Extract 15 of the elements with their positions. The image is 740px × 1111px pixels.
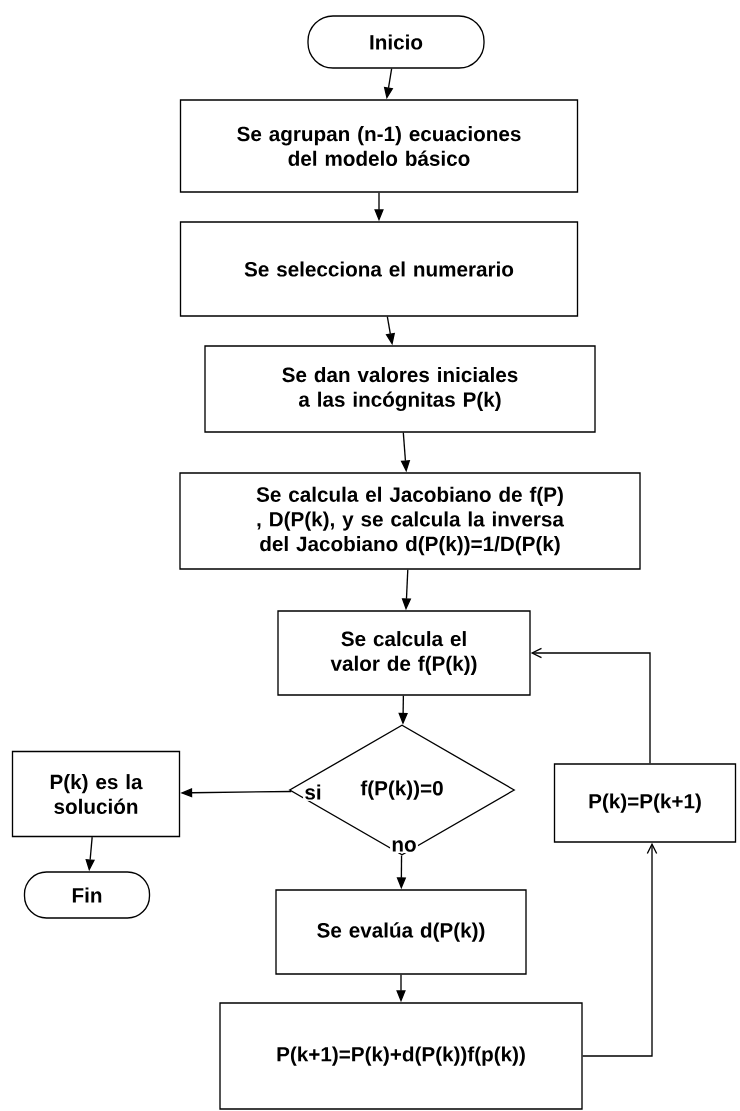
edge-label: no bbox=[390, 839, 418, 853]
arrow bbox=[582, 842, 658, 1057]
process-box: Se evalúa d(P(k)) bbox=[275, 889, 527, 975]
process-box: Se calcula el Jacobiano de f(P) , D(P(k), y se calcula la inversa del Jacobiano d(P(k))=1/D(P(k) bbox=[179, 472, 641, 570]
terminal-box: Inicio bbox=[307, 15, 485, 69]
edge-label: si bbox=[303, 783, 323, 801]
process-box: Se selecciona el numerario bbox=[179, 221, 579, 317]
process-box: P(k)=P(k+1) bbox=[553, 763, 737, 843]
process-box: Se dan valores iniciales a las incógnitas P(k) bbox=[204, 345, 596, 433]
process-box: P(k) es la solución bbox=[11, 750, 181, 838]
process-box: Se agrupan (n-1) ecuaciones del modelo básico bbox=[179, 99, 579, 193]
arrow bbox=[530, 647, 651, 764]
process-box: Se calcula el valor de f(P(k)) bbox=[277, 610, 531, 696]
process-box: P(k+1)=P(k)+d(P(k))f(p(k)) bbox=[219, 1002, 583, 1110]
terminal-box: Fin bbox=[23, 871, 151, 919]
